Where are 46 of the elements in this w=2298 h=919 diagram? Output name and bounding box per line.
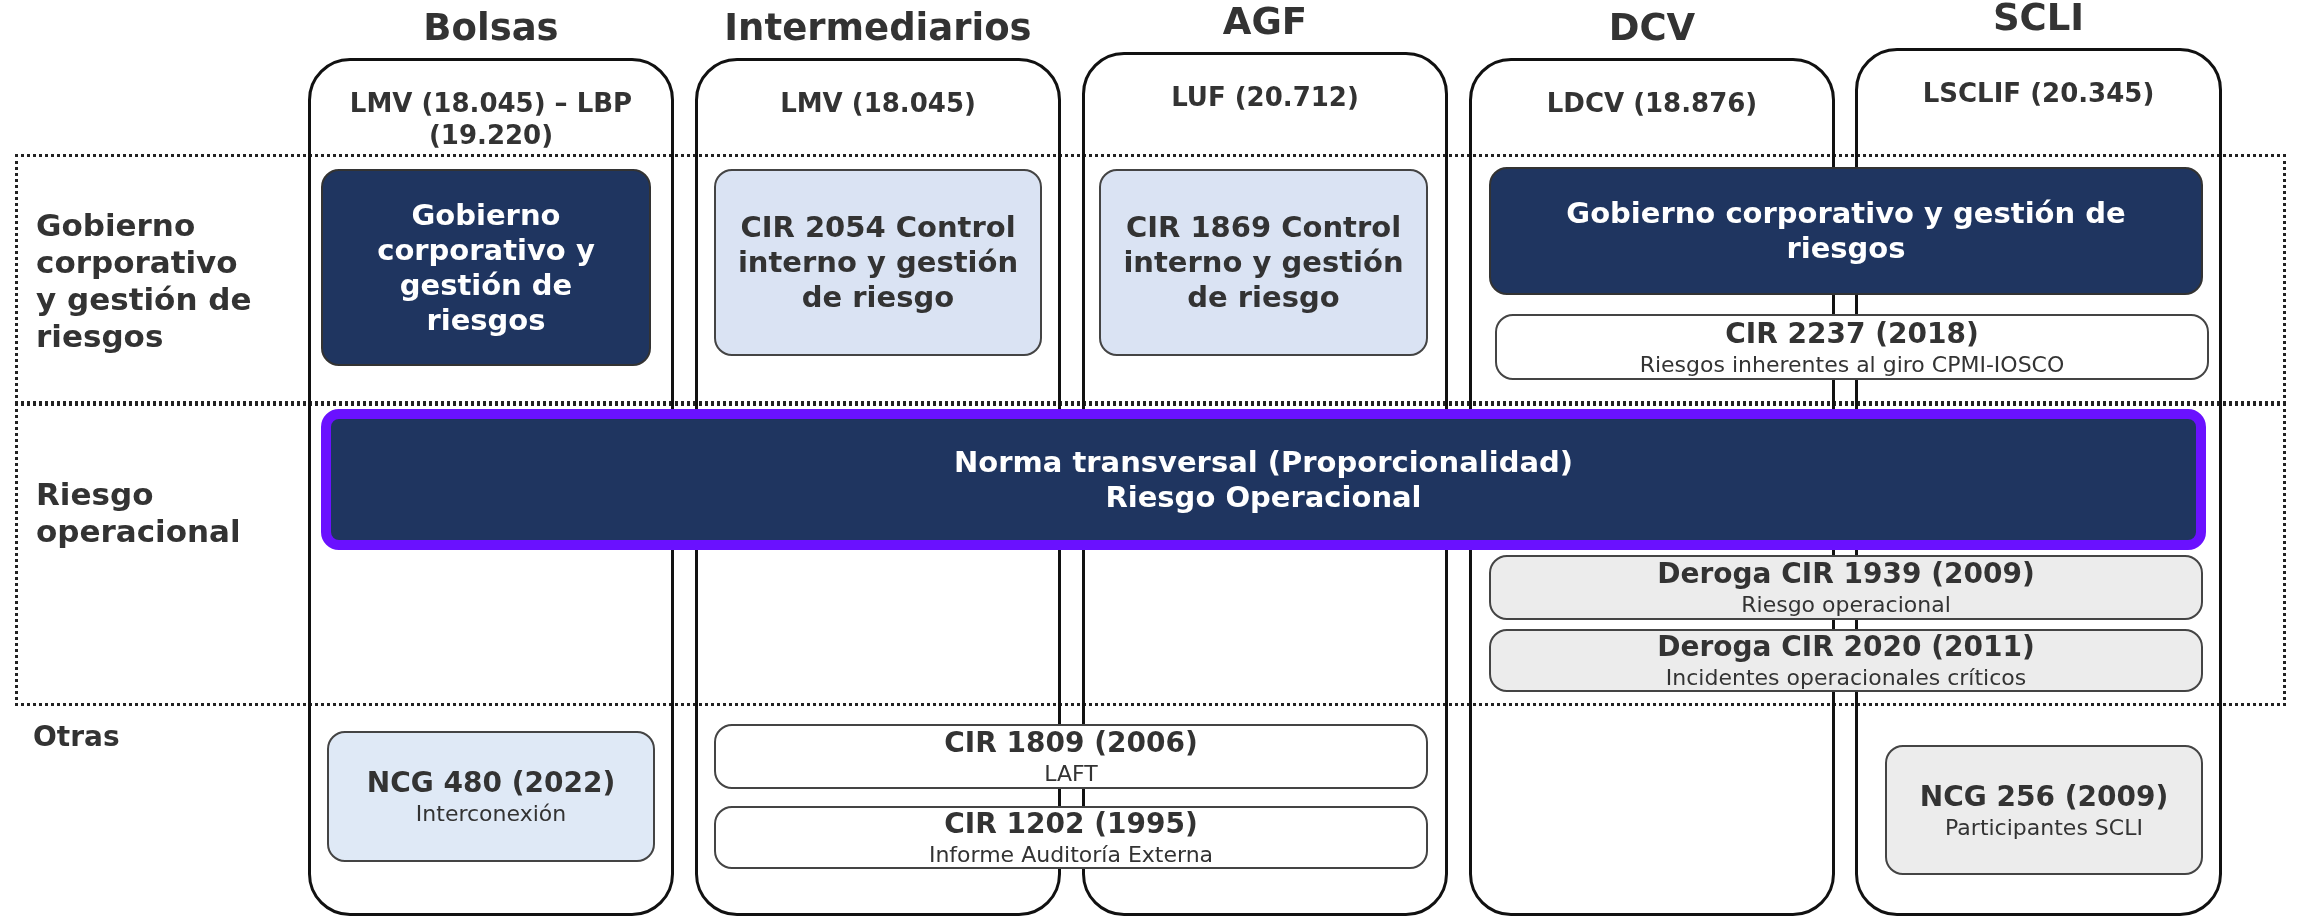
regulation-box <box>1489 555 2203 620</box>
dark-regulation-box <box>1489 167 2203 295</box>
box-title: CIR 2237 (2018) <box>1725 316 1979 351</box>
box-subtitle: Incidentes operacionales críticos <box>1665 664 2027 691</box>
box-title: Gobierno corporativo y gestión de riesgos <box>1565 196 2127 266</box>
regulation-box <box>1099 169 1428 356</box>
regulation-box <box>1495 314 2209 380</box>
regulation-box <box>714 806 1428 869</box>
box-title: CIR 1202 (1995) <box>944 807 1198 841</box>
law-name: LSCLIF (20.345) <box>1921 77 2156 109</box>
regulation-box <box>1885 745 2203 875</box>
column-heading: SCLI <box>1991 0 2086 39</box>
box-title: Gobierno corporativo y gestión de riesgos <box>376 197 596 338</box>
box-title: CIR 1869 Control interno y gestión de riesgo <box>1122 210 1405 315</box>
box-subtitle: Informe Auditoría Externa <box>928 841 1214 868</box>
regulation-box <box>714 724 1428 789</box>
law-name: LMV (18.045) <box>779 87 977 119</box>
row-band <box>15 403 2286 706</box>
box-subtitle: Riesgo operacional <box>1741 591 1951 618</box>
box-subtitle: Interconexión <box>415 800 567 827</box>
box-title: Norma transversal (Proporcionalidad) <box>954 444 1573 480</box>
row-heading: Gobierno corporativo y gestión de riesgos <box>36 207 253 355</box>
regulation-box <box>714 169 1042 356</box>
box-subtitle: Participantes SCLI <box>1945 813 2143 841</box>
box-title: CIR 2054 Control interno y gestión de riesgo <box>736 210 1020 315</box>
box-title: CIR 1809 (2006) <box>944 726 1198 760</box>
highlighted-regulation-box <box>321 409 2206 550</box>
law-name: LUF (20.712) <box>1170 81 1360 113</box>
row-heading: Otras <box>33 719 120 755</box>
law-name: LDCV (18.876) <box>1545 87 1759 119</box>
box-title: Deroga CIR 1939 (2009) <box>1657 557 2035 591</box>
box-subtitle: LAFT <box>1044 760 1098 787</box>
column-heading: Bolsas <box>422 6 560 49</box>
regulation-box <box>1489 629 2203 692</box>
column-heading: AGF <box>1221 0 1309 43</box>
column-heading: DCV <box>1607 6 1697 49</box>
regulation-box <box>327 731 655 862</box>
dark-regulation-box <box>321 169 651 366</box>
row-heading: Riesgo operacional <box>36 476 242 550</box>
box-title: NCG 480 (2022) <box>366 766 616 800</box>
law-name: LMV (18.045) – LBP (19.220) <box>348 87 634 151</box>
box-subtitle: Riesgos inherentes al giro CPMI-IOSCO <box>1639 350 2065 378</box>
box-subtitle: Riesgo Operacional <box>1105 479 1422 515</box>
column-heading: Intermediarios <box>723 6 1033 49</box>
box-title: Deroga CIR 2020 (2011) <box>1657 630 2035 664</box>
box-title: NCG 256 (2009) <box>1919 779 2169 814</box>
